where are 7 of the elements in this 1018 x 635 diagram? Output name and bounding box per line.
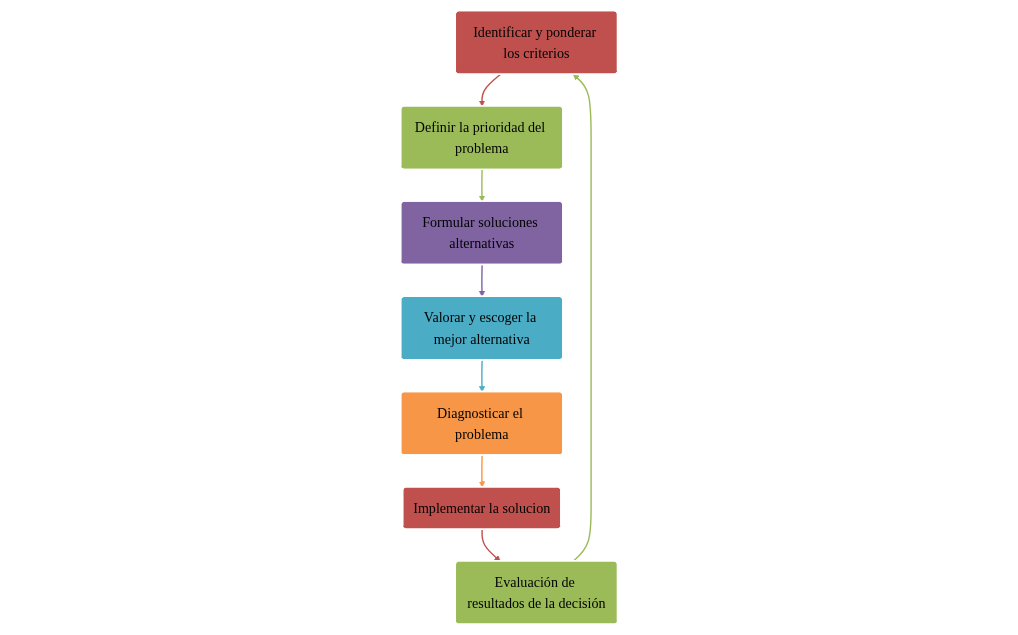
arrow — [572, 74, 592, 562]
arrow — [478, 454, 485, 488]
arrow — [478, 73, 501, 107]
arrow — [478, 264, 485, 297]
arrow — [481, 528, 501, 562]
arrow — [478, 359, 485, 393]
arrow — [478, 169, 485, 202]
